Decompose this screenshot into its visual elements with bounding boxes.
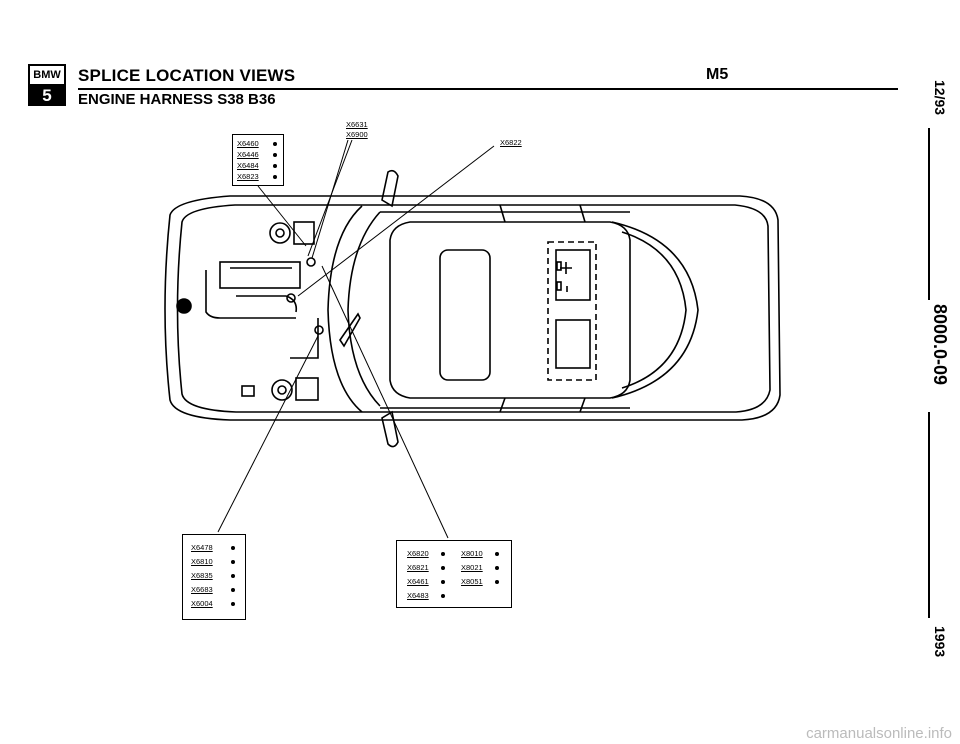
- leader-right-single: [297, 145, 495, 297]
- callout-top-2: X6900: [346, 130, 368, 139]
- fuse-circle-top-inner: [275, 228, 285, 238]
- harness-bracket: [290, 318, 319, 359]
- splice-label: X6820: [407, 549, 429, 558]
- splice-label: X6461: [407, 577, 429, 586]
- splice-label: X6484: [237, 161, 259, 170]
- leader-bottom-center: [321, 265, 449, 539]
- battery-terminal-2: [556, 281, 562, 291]
- splice-dot: [495, 580, 499, 584]
- door-seam-front: [499, 204, 506, 413]
- windshield-inner: [347, 211, 381, 407]
- callout-right: X6822: [500, 138, 522, 147]
- splice-label: X8010: [461, 549, 483, 558]
- splice-label: X8051: [461, 577, 483, 586]
- splice-marker-3: [314, 325, 324, 335]
- roof-outline: [389, 221, 631, 399]
- splice-dot: [273, 164, 277, 168]
- sunroof: [439, 249, 491, 381]
- splice-dot: [231, 574, 235, 578]
- side-rule-2: [928, 412, 930, 618]
- trunk-box: [555, 319, 591, 369]
- small-square: [241, 385, 255, 397]
- relay-box-top: [293, 221, 315, 245]
- wiper: [339, 312, 361, 348]
- model-label: M5: [706, 66, 729, 83]
- logo-bmw-text: BMW: [28, 64, 66, 86]
- splice-label: X6460: [237, 139, 259, 148]
- radiator-bracket: [205, 270, 296, 319]
- leader-top-pair-2: [311, 139, 349, 259]
- header-rule: [78, 88, 898, 90]
- splice-marker-1: [306, 257, 316, 267]
- splice-label: X8021: [461, 563, 483, 572]
- car-body-inner: [176, 204, 771, 413]
- splice-dot: [495, 566, 499, 570]
- windshield: [327, 205, 363, 413]
- splice-dot: [231, 560, 235, 564]
- splice-label: X6004: [191, 599, 213, 608]
- watermark-footer: carmanualsonline.info: [806, 725, 952, 742]
- splice-box-bottom-center: X6820 X6821 X6461 X6483 X8010 X8021 X805…: [396, 540, 512, 608]
- splice-label: X6478: [191, 543, 213, 552]
- splice-dot: [441, 552, 445, 556]
- fuse-circle-bottom-inner: [277, 385, 287, 395]
- side-window-top: [380, 211, 630, 409]
- battery: [555, 249, 591, 301]
- splice-dot: [441, 566, 445, 570]
- page-title: SPLICE LOCATION VIEWS: [78, 66, 296, 85]
- fuse-circle-top: [269, 222, 291, 244]
- splice-dot: [441, 580, 445, 584]
- splice-label: X6821: [407, 563, 429, 572]
- splice-dot: [441, 594, 445, 598]
- mirror-left: [381, 169, 399, 208]
- leader-top-left: [257, 185, 307, 247]
- fuse-circle-bottom: [271, 379, 293, 401]
- page-subtitle: ENGINE HARNESS S38 B36: [78, 91, 276, 108]
- relay-box-bottom: [295, 377, 319, 401]
- splice-label: X6810: [191, 557, 213, 566]
- battery-plus: [560, 262, 572, 274]
- splice-dot: [231, 546, 235, 550]
- car-body-outline: [164, 195, 781, 421]
- splice-box-top-left: X6460 X6446 X6484 X6823: [232, 134, 284, 186]
- bmw-5-logo: BMW 5: [28, 64, 66, 108]
- splice-label: X6446: [237, 150, 259, 159]
- splice-label: X6823: [237, 172, 259, 181]
- battery-terminal-1: [556, 261, 562, 271]
- splice-dot: [231, 588, 235, 592]
- splice-dot: [495, 552, 499, 556]
- leader-bottom-left: [217, 335, 319, 533]
- bmw-roundel: [176, 298, 192, 314]
- splice-dot: [273, 175, 277, 179]
- door-seam-rear: [579, 204, 586, 413]
- mirror-right: [381, 410, 399, 448]
- splice-label: X6483: [407, 591, 429, 600]
- splice-label: X6835: [191, 571, 213, 580]
- splice-dot: [273, 142, 277, 146]
- battery-area: [547, 241, 597, 381]
- logo-series-number: 5: [28, 86, 66, 106]
- splice-box-bottom-left: X6478 X6810 X6835 X6683 X6004: [182, 534, 246, 620]
- side-rule-1: [928, 128, 930, 300]
- splice-marker-2: [286, 293, 296, 303]
- splice-dot: [231, 602, 235, 606]
- splice-dot: [273, 153, 277, 157]
- callout-top-1: X6631: [346, 120, 368, 129]
- engine-block: [219, 261, 301, 289]
- splice-label: X6683: [191, 585, 213, 594]
- rear-window-inner: [621, 231, 687, 389]
- rear-window: [611, 221, 699, 399]
